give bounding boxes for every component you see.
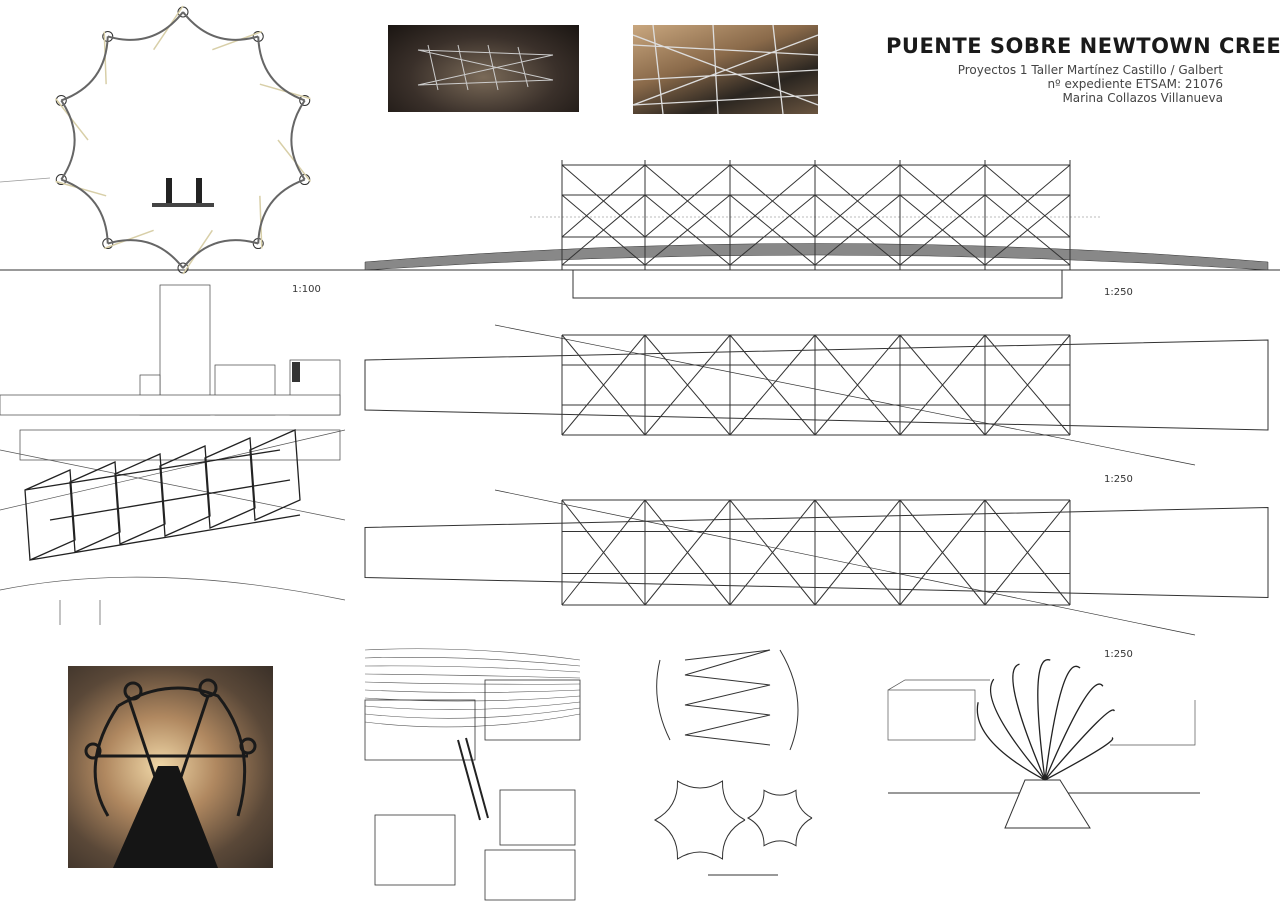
model-photo-side (388, 25, 579, 112)
bridge-perspective (24, 429, 301, 561)
building-dark (292, 362, 300, 382)
ring-arches (60, 11, 306, 269)
truss-plan (561, 334, 1071, 436)
truss-structure (561, 160, 1071, 270)
bridge-deck-ramp (364, 243, 1269, 271)
riverbank-line (494, 324, 1196, 466)
site-block (374, 814, 456, 886)
bridge-plan-lower (364, 489, 1269, 636)
deck-outline (364, 506, 1269, 599)
course-label: Proyectos 1 Taller Martínez Castillo / G… (957, 63, 1223, 77)
cross-section-ring (54, 5, 312, 275)
scale-label-plan: 1:250 (1104, 474, 1133, 485)
scale-label-cross-section: 1:250 (1104, 649, 1133, 660)
site-block (484, 679, 581, 741)
bridge-elevation (364, 160, 1269, 299)
bridge-abutment (572, 269, 1063, 299)
site-block (364, 699, 476, 761)
person-silhouette (196, 178, 202, 203)
terrain-line (0, 177, 51, 183)
board-title: PUENTE SOBRE NEWTOWN CREEK (886, 34, 1280, 58)
cross-section-perspective (887, 659, 1200, 829)
scale-label-elevation: 1:250 (1104, 287, 1133, 298)
deck-perspective (1004, 779, 1091, 829)
file-number: nº expediente ETSAM: 21076 (1047, 77, 1223, 91)
building (19, 429, 341, 461)
cable-lines (54, 5, 312, 275)
city-perspective (0, 284, 346, 625)
site-block (499, 789, 576, 846)
hex-ring-pattern (746, 789, 813, 847)
hex-ring-pattern (653, 780, 746, 860)
deck-outline (364, 339, 1269, 431)
bridge-plan-upper (364, 324, 1269, 466)
building (0, 394, 341, 416)
riverbank-line (494, 489, 1196, 636)
pattern-edges (656, 649, 799, 751)
structure-ring-perspective (976, 659, 1115, 781)
author-name: Marina Collazos Villanueva (1062, 91, 1223, 105)
zigzag-pattern (684, 649, 771, 746)
building (159, 284, 211, 416)
bridge-plan-site (457, 737, 489, 821)
truss-plan (561, 499, 1071, 606)
scale-label-section: 1:100 (292, 284, 321, 295)
site-plan (364, 648, 581, 901)
street-lines (0, 429, 346, 625)
person-silhouette (166, 178, 172, 203)
model-photo-interior (68, 666, 273, 868)
site-block (484, 849, 576, 901)
deck-platform (152, 203, 214, 207)
node-joint (55, 174, 67, 186)
rail-tracks (364, 648, 581, 728)
model-photo-detail (633, 25, 818, 114)
unfolded-structure-pattern (653, 649, 813, 876)
node-joint (299, 94, 311, 106)
background-buildings (887, 679, 1196, 746)
